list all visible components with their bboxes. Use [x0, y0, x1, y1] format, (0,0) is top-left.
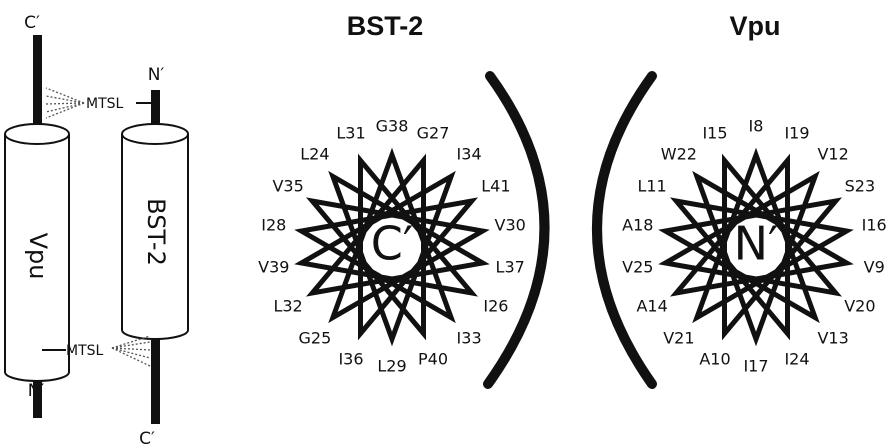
residue-label: I19 [784, 124, 809, 143]
interface-arcs [483, 71, 657, 389]
mtsl-bottom: MTSL [42, 335, 151, 367]
bst2-wheel-title: BST-2 [347, 11, 424, 41]
residue-label: I8 [749, 117, 764, 136]
residue-label: L24 [300, 145, 329, 164]
mtsl-bottom-label: MTSL [66, 343, 104, 359]
bst2-top-terminal: N′ [148, 65, 165, 85]
residue-label: V9 [864, 257, 885, 276]
residue-label: V25 [622, 257, 653, 276]
residue-label: V21 [663, 328, 694, 347]
mtsl-top-label: MTSL [86, 96, 124, 112]
bst2-cylinder-label: BST-2 [142, 198, 170, 266]
residue-label: L37 [496, 257, 525, 276]
bst2-rod-top [151, 90, 160, 134]
interface-arc-left [483, 71, 550, 389]
vpu-rod-bottom [33, 378, 42, 418]
vpu-bottom-terminal: N′ [28, 381, 45, 401]
residue-label: G38 [376, 117, 409, 136]
residue-label: G27 [417, 124, 450, 143]
residue-label: I15 [702, 124, 727, 143]
residue-label: A10 [699, 349, 730, 368]
vpu-cylinder [4, 123, 70, 382]
residue-label: A18 [622, 216, 653, 235]
vpu-top-terminal: C′ [24, 13, 40, 33]
residue-label: S23 [845, 177, 876, 196]
residue-label: V30 [495, 216, 526, 235]
residue-label: I24 [784, 349, 809, 368]
vpu-rod-top [33, 35, 42, 131]
residue-label: V20 [844, 297, 875, 316]
residue-label: I16 [862, 216, 887, 235]
bst2-helix-path [294, 147, 490, 347]
residue-label: A14 [636, 297, 667, 316]
residue-label: L11 [637, 177, 666, 196]
residue-label: L29 [377, 357, 406, 376]
vpu-cylinder-label: Vpu [24, 233, 52, 280]
helix-schematic: Vpu BST-2 C′ N′ N′ C′ MTSL [4, 13, 189, 446]
bst2-wheel-center-label: C′ [371, 217, 414, 271]
residue-label: L31 [336, 124, 365, 143]
residue-label: I26 [483, 297, 508, 316]
residue-label: V35 [272, 177, 303, 196]
vpu-wheel-center-label: N′ [734, 217, 779, 271]
residue-label: G25 [299, 328, 332, 347]
vpu-helix-path [658, 147, 854, 347]
residue-label: P40 [418, 349, 448, 368]
residue-label: L41 [481, 177, 510, 196]
residue-label: W22 [661, 145, 697, 164]
residue-label: V12 [817, 145, 848, 164]
residue-label: I36 [338, 349, 363, 368]
mtsl-top: MTSL [45, 87, 151, 119]
residue-label: I33 [457, 328, 482, 347]
residue-label: I17 [743, 357, 768, 376]
residue-label: L32 [273, 297, 302, 316]
residue-label: V13 [817, 328, 848, 347]
interface-arc-right [592, 71, 657, 389]
bst2-bottom-terminal: C′ [139, 429, 155, 446]
vpu-wheel-title: Vpu [730, 11, 781, 41]
residue-label: V39 [258, 257, 289, 276]
bst2-rod-bottom [151, 332, 160, 424]
residue-label: I28 [261, 216, 286, 235]
residue-label: I34 [457, 145, 482, 164]
bst2-cylinder [121, 123, 189, 340]
